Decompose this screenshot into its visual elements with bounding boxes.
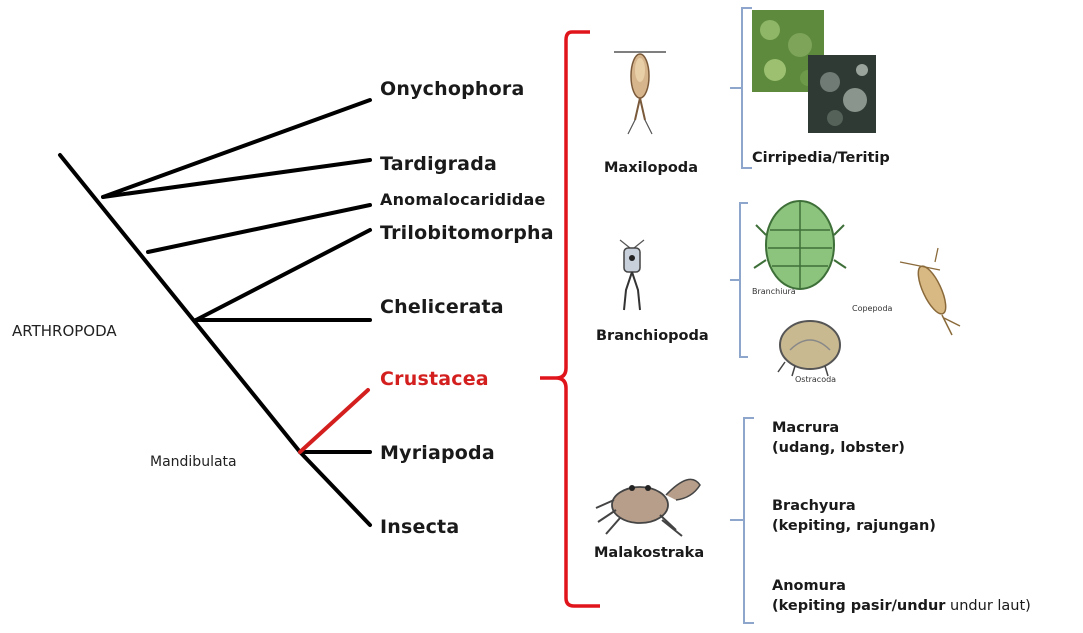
branch-onychophora	[103, 100, 370, 197]
group-malakostraka: Malakostraka	[594, 545, 704, 561]
crab-icon	[596, 479, 700, 536]
ostracod-icon	[778, 321, 840, 376]
taxon-onychophora: Onychophora	[380, 78, 524, 100]
clade-label: Mandibulata	[150, 454, 237, 470]
copepod-icon	[614, 52, 666, 134]
branch-tardigrada	[103, 160, 370, 197]
group-branchiopoda: Branchiopoda	[596, 328, 709, 344]
subgroup-brachyura-name: Brachyura	[772, 496, 936, 516]
branch-crustacea	[300, 390, 368, 452]
subgroup-macrura: Macrura (udang, lobster)	[772, 418, 905, 458]
branch-trilobitomorpha	[196, 230, 370, 320]
taxon-chelicerata: Chelicerata	[380, 296, 504, 318]
malakostraka-bracket	[730, 418, 754, 623]
subgroup-anomura-name: Anomura	[772, 576, 1031, 596]
barnacle-photo	[752, 10, 876, 133]
fig-label-ostracoda: Ostracoda	[795, 375, 836, 384]
fig-label-copepoda: Copepoda	[852, 304, 892, 313]
taxon-tardigrada: Tardigrada	[380, 153, 497, 175]
tree-trunk-lower	[300, 452, 370, 525]
taxon-insecta: Insecta	[380, 516, 459, 538]
subgroup-anomura-desc: (kepiting pasir/undur undur laut)	[772, 596, 1031, 616]
branchiopod-icon	[620, 240, 644, 310]
subgroup-macrura-name: Macrura	[772, 418, 905, 438]
copepoda-icon	[900, 248, 960, 335]
branchiura-icon	[754, 201, 846, 289]
subgroup-anomura: Anomura (kepiting pasir/undur undur laut…	[772, 576, 1031, 616]
subgroup-anomura-desc-main: (kepiting pasir/undur	[772, 598, 945, 614]
subgroup-brachyura-desc: (kepiting, rajungan)	[772, 516, 936, 536]
subgroup-brachyura: Brachyura (kepiting, rajungan)	[772, 496, 936, 536]
branch-anomalocarididae	[148, 205, 370, 252]
taxon-anomalocarididae: Anomalocarididae	[380, 190, 546, 209]
tree-trunk	[60, 155, 300, 452]
branchiopoda-bracket	[730, 203, 748, 357]
group-maxilopoda: Maxilopoda	[604, 160, 698, 176]
subgroup-anomura-desc-tail: undur laut)	[945, 598, 1030, 614]
crustacea-brace	[540, 32, 600, 606]
maxilopoda-bracket	[730, 8, 752, 168]
group-brackets	[730, 8, 754, 623]
taxon-trilobitomorpha: Trilobitomorpha	[380, 222, 554, 244]
taxon-myriapoda: Myriapoda	[380, 442, 495, 464]
example-cirripedia: Cirripedia/Teritip	[752, 150, 890, 166]
taxon-crustacea: Crustacea	[380, 368, 489, 390]
phylum-label: ARTHROPODA	[12, 322, 117, 340]
subgroup-macrura-desc: (udang, lobster)	[772, 438, 905, 458]
fig-label-branchiura: Branchiura	[752, 287, 796, 296]
